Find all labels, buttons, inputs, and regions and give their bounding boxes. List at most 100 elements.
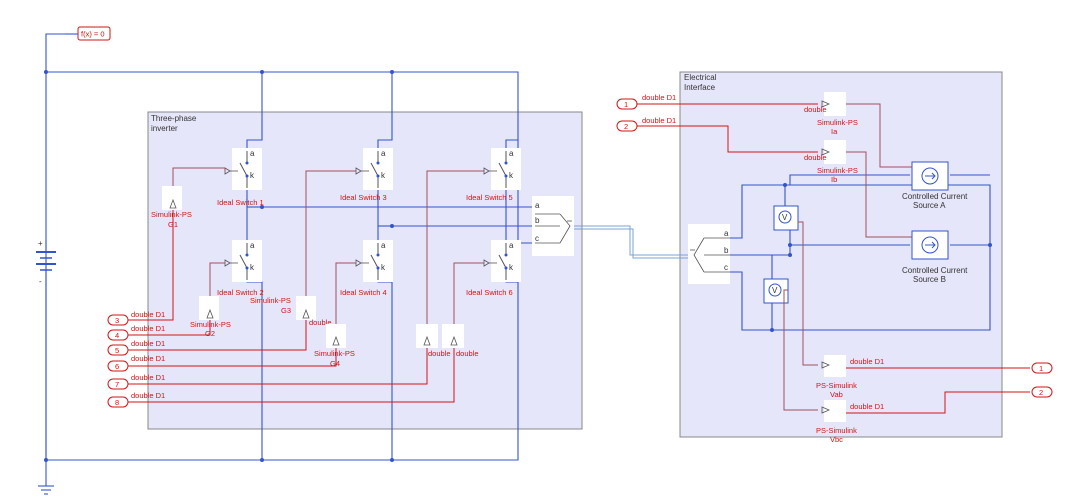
inport-3[interactable]: 3	[107, 314, 129, 326]
ideal-switch-3[interactable]: a k	[355, 148, 393, 190]
switch-4-label: Ideal Switch 4	[340, 288, 387, 297]
inport-4-signal: double D1	[131, 324, 165, 333]
vbc-signal: double D1	[850, 402, 884, 411]
simulink-ps-converter-g6[interactable]	[442, 324, 464, 348]
switch-3-label: Ideal Switch 3	[340, 193, 387, 202]
inport-5[interactable]: 5	[107, 344, 129, 356]
inverter-title-line1: Three-phase	[151, 114, 197, 123]
inport-8-signal: double D1	[131, 391, 165, 400]
svg-text:1: 1	[1039, 364, 1043, 373]
dc-voltage-source[interactable]: + -	[36, 239, 56, 286]
switch-port-k: k	[381, 263, 386, 272]
simulink-ps-converter-g4[interactable]	[326, 324, 346, 348]
svg-text:1: 1	[624, 100, 628, 109]
voltage-sensor-vbc-glyph: V	[772, 286, 778, 295]
controlled-current-source-a[interactable]	[911, 161, 949, 191]
vab-line2: Vab	[830, 390, 843, 399]
switch-5-label: Ideal Switch 5	[466, 193, 513, 202]
switch-port-a: a	[381, 241, 386, 250]
inport-signal-lines	[128, 210, 455, 403]
ia-line2: Ia	[831, 127, 838, 136]
switch-port-k: k	[250, 263, 255, 272]
switch-port-k: k	[509, 171, 514, 180]
three-phase-bus	[574, 225, 688, 259]
converter-g3-line1: Simulink-PS	[250, 296, 291, 305]
outport-2[interactable]: 2	[1031, 386, 1053, 398]
converter-g3-line2: G3	[281, 306, 291, 315]
simulink-ps-converter-g1[interactable]	[162, 186, 182, 210]
electrical-title-line1: Electrical	[684, 73, 717, 82]
simulink-ps-converter-ib[interactable]	[821, 140, 846, 164]
interface-three-phase-port[interactable]: a b c	[688, 224, 730, 284]
inport-8[interactable]: 8	[107, 396, 129, 408]
battery-minus-label: -	[39, 277, 42, 286]
inverter-title-line2: inverter	[151, 124, 178, 133]
inport-7-signal: double D1	[131, 373, 165, 382]
svg-text:8: 8	[115, 398, 119, 407]
voltage-sensor-vab[interactable]: V	[773, 205, 799, 231]
simulink-ps-converter-g2[interactable]	[199, 296, 219, 320]
inport-5-signal: double D1	[131, 339, 165, 348]
svg-text:3: 3	[115, 316, 119, 325]
ideal-switch-2[interactable]: a k	[224, 240, 262, 282]
source-a-line1: Controlled Current	[902, 192, 968, 201]
inport-3-signal: double D1	[131, 310, 165, 319]
simulink-ps-converter-g5[interactable]	[416, 324, 438, 348]
vbc-line1: PS-Simulink	[816, 426, 857, 435]
svg-text:b: b	[724, 246, 729, 255]
switch-port-a: a	[381, 149, 386, 158]
ib-dtype: double	[804, 153, 827, 162]
svg-text:6: 6	[115, 362, 119, 371]
ideal-switch-1[interactable]: a k	[224, 148, 262, 190]
current-ref-lines	[846, 103, 918, 238]
ps-simulink-converter-vbc[interactable]	[821, 400, 846, 422]
converter-g6-dtype: double	[456, 349, 479, 358]
svg-text:a: a	[535, 201, 540, 210]
ideal-switch-5[interactable]: a k	[483, 148, 521, 190]
inport-6[interactable]: 6	[107, 360, 129, 372]
simulink-ps-converter-ia[interactable]	[821, 92, 846, 116]
vab-line1: PS-Simulink	[816, 381, 857, 390]
outport-1[interactable]: 1	[1031, 362, 1053, 374]
electrical-title-line2: Interface	[684, 83, 716, 92]
switch-port-a: a	[509, 241, 514, 250]
simulink-ps-converter-g3[interactable]	[296, 296, 316, 320]
switch-port-k: k	[250, 171, 255, 180]
ia-line1: Simulink-PS	[817, 118, 858, 127]
converter-g1-line1: Simulink-PS	[151, 210, 192, 219]
switch-1-label: Ideal Switch 1	[217, 198, 264, 207]
svg-text:c: c	[535, 234, 539, 243]
interface-inport-1[interactable]: 1	[616, 98, 638, 110]
ideal-switch-6[interactable]: a k	[483, 240, 521, 282]
svg-text:2: 2	[624, 122, 628, 131]
physical-connections-interface	[730, 174, 991, 331]
inport-4[interactable]: 4	[107, 329, 129, 341]
svg-text:c: c	[724, 263, 728, 272]
svg-text:7: 7	[115, 380, 119, 389]
solver-block-label: f(x) = 0	[81, 30, 105, 39]
interface-inport-1-signal: double D1	[642, 93, 676, 102]
switch-6-label: Ideal Switch 6	[466, 288, 513, 297]
ground-icon	[38, 485, 54, 495]
ib-line1: Simulink-PS	[817, 166, 858, 175]
svg-text:4: 4	[115, 331, 119, 340]
inport-7[interactable]: 7	[107, 378, 129, 390]
voltage-sensor-vab-glyph: V	[782, 213, 788, 222]
ia-dtype: double	[804, 105, 827, 114]
controlled-current-source-b[interactable]	[911, 230, 949, 260]
switch-port-k: k	[381, 171, 386, 180]
converter-g3-dtype: double	[309, 318, 332, 327]
vab-signal: double D1	[850, 357, 884, 366]
inverter-three-phase-port[interactable]: a b c	[532, 196, 574, 256]
ib-line2: Ib	[831, 175, 837, 184]
ideal-switch-4[interactable]: a k	[355, 240, 393, 282]
source-a-line2: Source A	[913, 201, 946, 210]
measurement-lines	[783, 221, 818, 411]
outport-signal-lines	[846, 367, 1030, 414]
interface-signal-lines	[637, 103, 818, 153]
battery-plus-label: +	[38, 239, 43, 248]
vbc-line2: Vbc	[830, 435, 843, 444]
junction-dots-interface	[770, 183, 992, 332]
interface-inport-2[interactable]: 2	[616, 120, 638, 132]
ps-simulink-converter-vab[interactable]	[821, 355, 846, 377]
